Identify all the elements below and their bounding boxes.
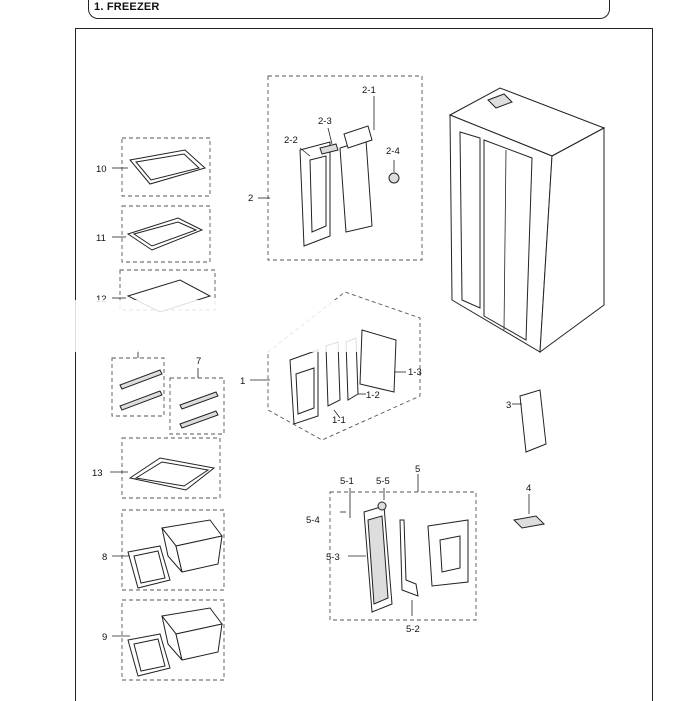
callout-3: 3 [506, 400, 511, 411]
part-1-assembly [250, 291, 421, 441]
callout-4: 4 [526, 483, 531, 494]
callout-1-2: 1-2 [366, 390, 380, 401]
callout-2-3: 2-3 [318, 116, 332, 127]
callout-13: 13 [92, 468, 103, 479]
callout-7: 7 [196, 356, 201, 367]
callout-1: 1 [240, 376, 245, 387]
callout-2-2: 2-2 [284, 135, 298, 146]
part-5-assembly [329, 474, 477, 621]
part-6-rails [111, 350, 165, 417]
part-3-cover [512, 389, 547, 453]
callout-5-2: 5-2 [406, 624, 420, 635]
part-4-bracket [512, 494, 546, 529]
callout-11: 11 [96, 233, 106, 244]
part-10-shelf [112, 137, 211, 197]
callout-5-5: 5-5 [376, 476, 390, 487]
callout-5-3: 5-3 [326, 552, 340, 563]
part-11-shelf [112, 205, 211, 263]
callout-9: 9 [102, 632, 107, 643]
callout-2-1: 2-1 [362, 85, 376, 96]
callout-1-1: 1-1 [332, 415, 346, 426]
callout-5-1: 5-1 [340, 476, 354, 487]
callout-12: 12 [96, 294, 107, 305]
obscured-region [40, 300, 360, 352]
part-9-bin [112, 599, 225, 681]
section-header-tab [88, 0, 610, 19]
callout-10: 10 [96, 164, 107, 175]
callout-5-4: 5-4 [306, 515, 320, 526]
callout-2-4: 2-4 [386, 146, 400, 157]
part-2-assembly [258, 75, 423, 261]
part-8-bin [112, 509, 225, 591]
refrigerator-cabinet [448, 87, 606, 354]
callout-5: 5 [415, 464, 420, 475]
callout-1-3: 1-3 [408, 367, 422, 378]
part-7-rails [169, 368, 225, 435]
part-13-shelf [110, 437, 221, 499]
callout-2: 2 [248, 193, 253, 204]
diagram-frame [75, 28, 653, 701]
section-title: 1. FREEZER [94, 1, 160, 13]
callout-8: 8 [102, 552, 107, 563]
